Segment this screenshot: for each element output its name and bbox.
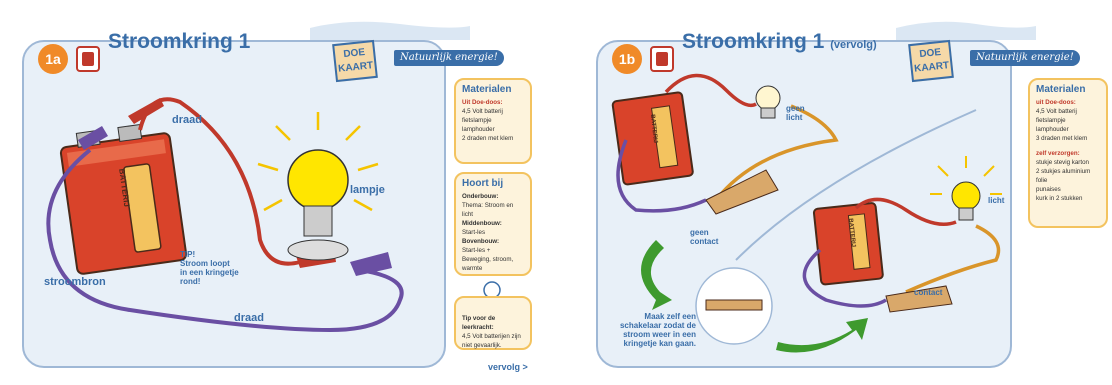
label-lampje: lampje — [350, 184, 385, 196]
label-stroombron: stroombron — [44, 276, 106, 288]
tip-line: rond! — [180, 277, 239, 286]
materialen-item: stukje stevig karton — [1036, 158, 1100, 167]
hoort-bij-line: Start-les + — [462, 246, 524, 255]
materialen-heading: Materialen — [1036, 84, 1100, 95]
schakelaar-line: kringetje kan gaan. — [610, 339, 696, 348]
materialen-item: lamphouder — [462, 125, 524, 134]
materialen-item: punaises — [1036, 185, 1100, 194]
hoort-bij-line: Middenbouw: — [462, 219, 524, 228]
label-line: geen — [690, 228, 718, 237]
card-number-badge: 1b — [612, 44, 642, 74]
materialen-item: folie — [1036, 176, 1100, 185]
green-arrow-right — [776, 318, 868, 353]
doe-box-icon — [76, 46, 100, 72]
card-number-badge: 1a — [38, 44, 68, 74]
bulb-lit — [952, 182, 980, 210]
page-title: Stroomkring 1 (vervolg) — [682, 30, 877, 54]
materialen-subheading: uit Doe-doos: — [1036, 98, 1100, 107]
label-licht: licht — [988, 196, 1004, 205]
hoort-bij-line: Beweging, stroom, warmte — [462, 255, 524, 273]
page-left: 1a Stroomkring 1 DOE KAART Natuurlijk en… — [0, 0, 556, 385]
hoort-bij-line: Onderbouw: — [462, 192, 524, 201]
tagline: Natuurlijk energie! — [394, 50, 504, 66]
materialen-item: 4,5 Volt batterij — [1036, 107, 1100, 116]
materialen-box: Materialen Uit Doe-doos: 4,5 Volt batter… — [454, 78, 532, 164]
tagline: Natuurlijk energie! — [970, 50, 1080, 66]
page-title-main: Stroomkring 1 — [682, 30, 824, 53]
page-title-suffix: (vervolg) — [830, 39, 876, 51]
hoort-bij-heading: Hoort bij — [462, 178, 524, 189]
label-line: licht — [786, 113, 805, 122]
materialen-item: fietslampje — [1036, 116, 1100, 125]
tip-line: Stroom loopt — [180, 259, 239, 268]
green-arrow-left — [641, 240, 672, 310]
materialen-heading: Materialen — [462, 84, 524, 95]
leerkracht-tip-heading: Tip voor de leerkracht: — [462, 314, 524, 332]
clamp-purple-bulb — [350, 252, 392, 276]
leerkracht-tip-line: 4,5 Volt batterijen zijn — [462, 332, 524, 341]
schakelaar-text: Maak zelf een schakelaar zodat de stroom… — [610, 312, 696, 348]
header-wave — [310, 22, 470, 40]
label-draad-top: draad — [172, 114, 202, 126]
materialen-item: fietslampje — [462, 116, 524, 125]
doe-kaart-logo: DOE KAART — [908, 40, 954, 82]
page-right: 1b Stroomkring 1 (vervolg) DOE KAART Nat… — [556, 0, 1112, 385]
switch-detail-board — [706, 300, 762, 310]
bulb-holder-left — [288, 240, 348, 260]
header-wave-right — [896, 22, 1036, 40]
materialen-subheading: Uit Doe-doos: — [462, 98, 524, 107]
doe-kaart-logo: DOE KAART — [332, 40, 378, 82]
schakelaar-line: stroom weer in een — [610, 330, 696, 339]
label-geen-contact: geen contact — [690, 228, 718, 246]
bulb-base-left — [304, 206, 332, 236]
clamp-red-top — [128, 98, 164, 124]
tip-line: in een kringetje — [180, 268, 239, 277]
schakelaar-line: schakelaar zodat de — [610, 321, 696, 330]
tip-line: TIP! — [180, 250, 239, 259]
materialen-item: lamphouder — [1036, 125, 1100, 134]
label-line: contact — [690, 237, 718, 246]
schakelaar-line: Maak zelf een — [610, 312, 696, 321]
bulb-unlit — [756, 86, 780, 110]
tip-text: TIP! Stroom loopt in een kringetje rond! — [180, 250, 239, 286]
materialen-item: 2 draden met klem — [462, 134, 524, 143]
doe-box-icon — [650, 46, 674, 72]
leerkracht-tip-line: niet gevaarlijk. — [462, 341, 524, 350]
logo-line-2: KAART — [336, 59, 375, 77]
hoort-bij-line: Bovenbouw: — [462, 237, 524, 246]
vervolg-link[interactable]: vervolg > — [488, 362, 528, 372]
logo-line-2: KAART — [912, 59, 951, 77]
materialen-item: 4,5 Volt batterij — [462, 107, 524, 116]
label-draad-bottom: draad — [234, 312, 264, 324]
materialen-item: 2 stukjes aluminium — [1036, 167, 1100, 176]
page-title: Stroomkring 1 — [108, 30, 250, 54]
materialen-subheading-2: zelf verzorgen: — [1036, 149, 1100, 158]
materialen-item: 3 draden met klem — [1036, 134, 1100, 143]
label-line: geen — [786, 104, 805, 113]
leerkracht-tip-box: Tip voor de leerkracht: 4,5 Volt batteri… — [454, 296, 532, 350]
wire-orange-bottom — [906, 226, 999, 292]
materialen-item: kurk in 2 stukken — [1036, 194, 1100, 203]
hoort-bij-box: Hoort bij Onderbouw: Thema: Stroom en li… — [454, 172, 532, 276]
bulb-glass-left — [288, 150, 348, 210]
hoort-bij-line: Thema: Stroom en licht — [462, 201, 524, 219]
label-contact: contact — [914, 288, 942, 297]
materialen-box: Materialen uit Doe-doos: 4,5 Volt batter… — [1028, 78, 1108, 228]
hoort-bij-line: Start-les — [462, 228, 524, 237]
label-geen-licht: geen licht — [786, 104, 805, 122]
